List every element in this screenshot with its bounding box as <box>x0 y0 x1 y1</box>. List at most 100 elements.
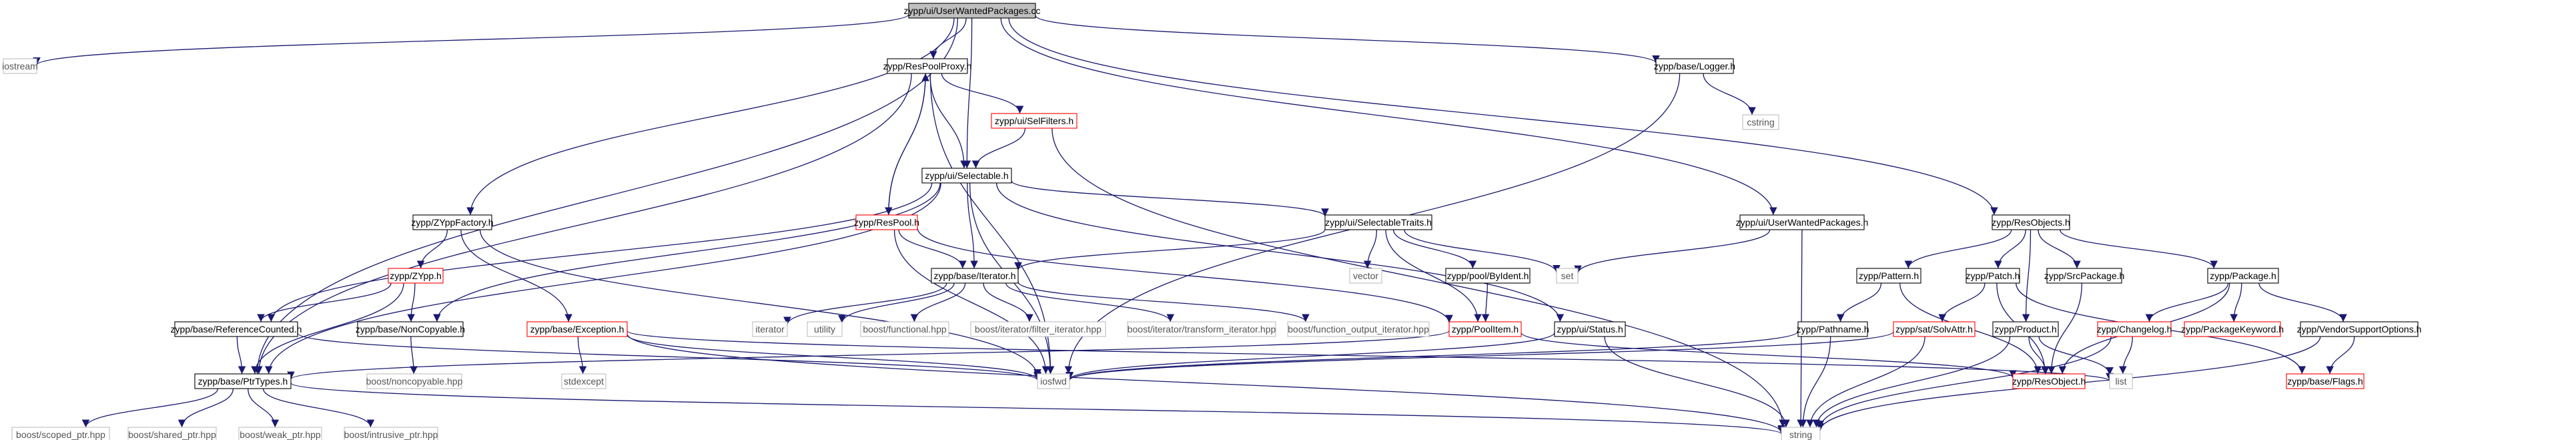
edge-respool-to-poolitem <box>917 228 1453 323</box>
node-root[interactable]: zypp/ui/UserWantedPackages.cc <box>904 3 1041 19</box>
edge-selectable-to-noncopyable <box>433 182 941 322</box>
node-selfilters[interactable]: zypp/ui/SelFilters.h <box>991 113 1078 129</box>
node-utility: utility <box>807 321 843 337</box>
node-srcpackage[interactable]: zypp/SrcPackage.h <box>2044 268 2125 284</box>
edge-pathname-to-string <box>1799 336 1831 428</box>
node-ptrtypes[interactable]: zypp/base/PtrTypes.h <box>194 373 292 389</box>
edge-ptrtypes-to-string <box>290 382 1785 435</box>
node-changelog[interactable]: zypp/Changelog.h <box>2097 321 2172 337</box>
node-label: string <box>1789 429 1812 440</box>
edge-selectable-to-selectabletraits <box>1011 180 1329 217</box>
edge-respool-to-iosfwd <box>893 229 1050 375</box>
node-box <box>752 321 788 337</box>
edge-zyppfactory-to-zypp_h <box>416 229 448 269</box>
edge-selectable-to-status <box>996 182 1565 322</box>
node-box <box>2109 373 2133 389</box>
node-selectabletraits[interactable]: zypp/ui/SelectableTraits.h <box>1324 214 1432 230</box>
node-product[interactable]: zypp/Product.h <box>1992 321 2059 337</box>
node-pkgkeyword[interactable]: zypp/PackageKeyword.h <box>2181 321 2284 337</box>
node-label: iosfwd <box>1040 376 1067 387</box>
edge-exception-to-iosfwd <box>626 334 1041 380</box>
node-label: boost/scoped_ptr.hpp <box>16 429 105 440</box>
edge-refcounted-to-iosfwd <box>297 333 1041 381</box>
node-label: zypp/Pathname.h <box>1797 324 1869 335</box>
node-box <box>1349 268 1382 284</box>
node-resobjects[interactable]: zypp/ResObjects.h <box>1992 214 2070 230</box>
edge-selectabletraits-to-iterator_h <box>1014 229 1326 270</box>
node-label: zypp/base/PtrTypes.h <box>198 376 288 387</box>
edge-respoolproxy-to-iosfwd <box>929 73 1055 375</box>
edge-logger-to-cstring <box>1703 73 1756 116</box>
node-box <box>2046 268 2122 284</box>
node-label: zypp/ResObject.h <box>2012 376 2086 387</box>
node-flags[interactable]: zypp/base/Flags.h <box>2286 373 2365 389</box>
node-pathname[interactable]: zypp/Pathname.h <box>1797 321 1869 337</box>
node-box <box>561 373 606 389</box>
node-label: zypp/ui/Status.h <box>1557 324 1623 335</box>
node-label: zypp/Product.h <box>1994 324 2056 335</box>
edge-pathname-to-iosfwd <box>1065 331 1799 381</box>
node-iostream: iostream <box>2 58 38 74</box>
node-box <box>807 321 843 337</box>
dependency-nodes: zypp/ui/UserWantedPackages.cc iostream zyp… <box>2 3 2421 440</box>
node-label: iostream <box>2 61 38 71</box>
node-userwanted_h[interactable]: zypp/ui/UserWantedPackages.h <box>1736 214 1869 230</box>
edge-exception-to-stdexcept <box>577 336 587 375</box>
node-label: zypp/Pattern.h <box>1859 270 1919 281</box>
node-list: list <box>2109 373 2133 389</box>
node-refcounted[interactable]: zypp/base/ReferenceCounted.h <box>171 321 302 337</box>
node-label: boost/functional.hpp <box>863 324 947 335</box>
node-iterator_h[interactable]: zypp/base/Iterator.h <box>931 268 1019 284</box>
node-zypp_h[interactable]: zypp/ZYpp.h <box>388 268 444 284</box>
node-label: zypp/base/Logger.h <box>1654 61 1735 71</box>
edge-ptrtypes-to-bshared <box>177 388 234 428</box>
edge-root-to-respoolproxy <box>929 17 967 59</box>
edge-selectabletraits-to-set <box>1404 229 1561 273</box>
node-zyppfactory[interactable]: zypp/ZYppFactory.h <box>411 214 494 230</box>
node-pattern[interactable]: zypp/Pattern.h <box>1856 268 1921 284</box>
node-box <box>526 321 628 337</box>
edge-status-to-string <box>1604 336 1790 428</box>
node-respool[interactable]: zypp/ResPool.h <box>854 214 919 230</box>
node-box <box>1448 321 1522 337</box>
node-exception[interactable]: zypp/base/Exception.h <box>526 321 628 337</box>
node-solvattr[interactable]: zypp/sat/SolvAttr.h <box>1893 321 1976 337</box>
node-noncopyable[interactable]: zypp/base/NonCopyable.h <box>356 321 465 337</box>
node-selectable[interactable]: zypp/ui/Selectable.h <box>921 168 1012 184</box>
node-logger[interactable]: zypp/base/Logger.h <box>1654 58 1735 74</box>
edge-root-to-resobjects <box>1008 17 1998 216</box>
node-bshared: boost/shared_ptr.hpp <box>127 427 217 440</box>
edge-resobjects-to-package <box>2060 229 2218 269</box>
node-box <box>2286 373 2365 389</box>
edge-package-to-vendorsupport <box>2258 282 2347 322</box>
node-label: zypp/PoolItem.h <box>1452 324 1519 335</box>
node-resobject[interactable]: zypp/ResObject.h <box>2012 373 2086 389</box>
node-label: zypp/Patch.h <box>1966 270 2020 281</box>
node-stdexcept: stdexcept <box>561 373 606 389</box>
node-respoolproxy[interactable]: zypp/ResPoolProxy.h <box>883 58 972 74</box>
edge-vendorsupport-to-flags <box>2326 336 2355 375</box>
edge-root-to-iostream <box>33 13 909 66</box>
node-bnoncopyable: boost/noncopyable.hpp <box>366 373 463 389</box>
node-box <box>1992 321 2059 337</box>
node-string: string <box>1781 427 1821 440</box>
node-package[interactable]: zypp/Package.h <box>2207 268 2279 284</box>
node-label: zypp/ui/SelectableTraits.h <box>1325 217 1432 228</box>
node-box <box>1287 321 1430 337</box>
node-bylident[interactable]: zypp/pool/ByIdent.h <box>1445 268 1531 284</box>
edge-refcounted-to-ptrtypes <box>236 336 246 375</box>
node-patch[interactable]: zypp/Patch.h <box>1966 268 2020 284</box>
node-status[interactable]: zypp/ui/Status.h <box>1554 321 1626 337</box>
node-label: boost/shared_ptr.hpp <box>128 429 216 440</box>
node-set: set <box>1556 268 1579 284</box>
node-box <box>908 3 1036 19</box>
edge-selectabletraits-to-poolitem <box>1385 229 1482 322</box>
node-label: zypp/Package.h <box>2210 270 2276 281</box>
edge-respool-to-respoolproxy <box>888 73 929 216</box>
node-vendorsupport[interactable]: zypp/VendorSupportOptions.h <box>2297 321 2422 337</box>
node-poolitem[interactable]: zypp/PoolItem.h <box>1448 321 1522 337</box>
node-box <box>11 427 110 440</box>
node-box <box>1324 214 1432 230</box>
node-box <box>127 427 217 440</box>
